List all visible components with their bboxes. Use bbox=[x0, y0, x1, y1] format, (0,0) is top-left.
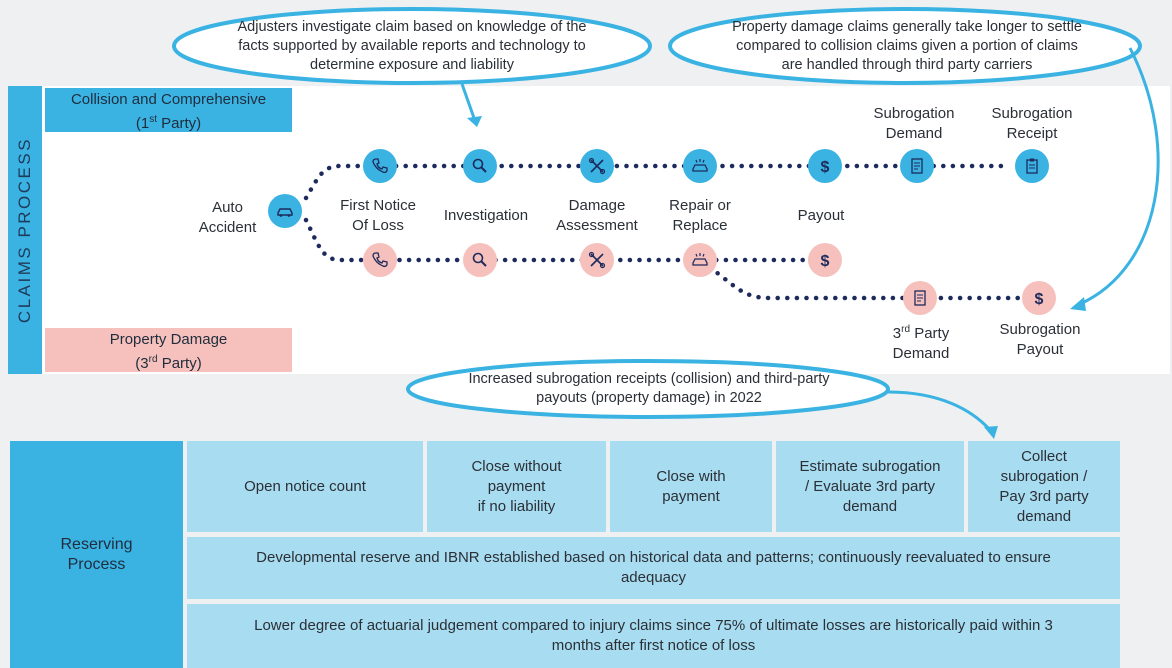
clipboard-icon bbox=[1015, 149, 1049, 183]
claims-process-side-label: CLAIMS PROCESS bbox=[8, 86, 42, 374]
arrow-to-collect-subrogation bbox=[887, 390, 992, 432]
svg-text:$: $ bbox=[1035, 291, 1044, 308]
callout-property-text: Property damage claims generally take lo… bbox=[732, 19, 1082, 73]
callout-subrogation-text: Increased subrogation receipts (collisio… bbox=[468, 371, 830, 406]
third-party-demand-document-icon bbox=[903, 281, 937, 315]
step-label-payout: Payout bbox=[797, 207, 845, 224]
cell-open-notice-count: Open notice count bbox=[187, 441, 423, 532]
arrow-head-investigation bbox=[467, 116, 482, 127]
svg-text:$: $ bbox=[821, 253, 830, 270]
step-label-investigation: Investigation bbox=[443, 207, 529, 224]
arrow-head-collect bbox=[984, 426, 998, 439]
car-repair-icon bbox=[683, 149, 717, 183]
magnifier-icon bbox=[463, 243, 497, 277]
phone-icon bbox=[363, 243, 397, 277]
car-icon bbox=[268, 194, 302, 228]
callout-investigate-text: Adjusters investigate claim based on kno… bbox=[237, 19, 587, 73]
first-party-subtitle: (1st Party) bbox=[135, 114, 202, 132]
label-third-party-demand: 3rd Party Demand bbox=[892, 324, 950, 362]
cell-actuarial-judgement: Lower degree of actuarial judgement comp… bbox=[187, 604, 1120, 668]
subrogation-payout-dollar-icon: $ bbox=[1022, 281, 1056, 315]
svg-text:$: $ bbox=[821, 159, 830, 176]
third-party-line bbox=[699, 259, 1029, 301]
arrow-to-subrogation-payout bbox=[1079, 47, 1160, 306]
arrow-head-subrogation-payout bbox=[1070, 297, 1086, 311]
car-repair-icon bbox=[683, 243, 717, 277]
tools-icon bbox=[580, 243, 614, 277]
dollar-icon: $ bbox=[808, 149, 842, 183]
cell-estimate-subrogation: Estimate subrogation/ Evaluate 3rd party… bbox=[776, 441, 964, 532]
callout-subrogation-ellipse bbox=[406, 359, 890, 419]
subrogation-demand-document-icon bbox=[900, 149, 934, 183]
magnifier-icon bbox=[463, 149, 497, 183]
dollar-icon: $ bbox=[808, 243, 842, 277]
arrow-to-investigation bbox=[460, 83, 476, 119]
phone-icon bbox=[363, 149, 397, 183]
top-branch-line bbox=[303, 163, 1013, 201]
bottom-branch-line bbox=[303, 217, 811, 263]
tools-icon bbox=[580, 149, 614, 183]
first-party-header: Collision and Comprehensive (1st Party) bbox=[45, 88, 292, 132]
third-party-header: Property Damage (3rd Party) bbox=[45, 328, 292, 372]
callout-property-ellipse bbox=[668, 7, 1142, 85]
callout-investigate-ellipse bbox=[172, 7, 652, 85]
cell-developmental-reserve: Developmental reserve and IBNR establish… bbox=[187, 537, 1120, 599]
third-party-subtitle: (3rd Party) bbox=[135, 354, 202, 372]
claims-process-panel bbox=[42, 86, 1170, 374]
